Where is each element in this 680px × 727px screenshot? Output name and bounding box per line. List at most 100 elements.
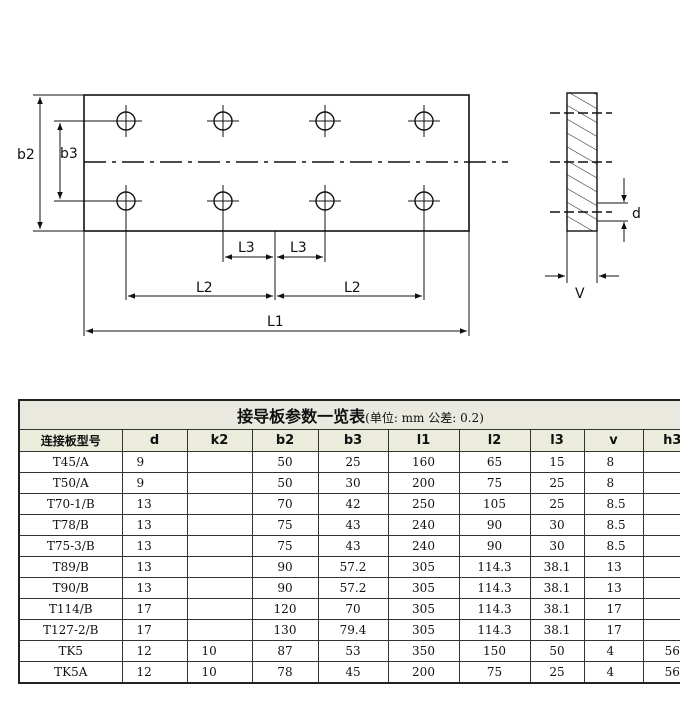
label-L3-right: L3: [290, 240, 307, 256]
cell-v: 8.5: [583, 493, 644, 515]
cell-l3: 15: [529, 451, 585, 473]
cell-l1: 305: [387, 598, 460, 620]
cell-model: T114/B: [18, 598, 123, 620]
cell-l3: 38.1: [529, 619, 585, 641]
table-title: 接导板参数一览表: [237, 407, 366, 426]
cell-k2: [186, 619, 253, 641]
cell-b3: 57.2: [317, 556, 389, 578]
cell-l3: 38.1: [529, 577, 585, 599]
label-b3: b3: [60, 146, 78, 162]
cell-v: 8.5: [583, 535, 644, 557]
header-b3: b3: [317, 429, 389, 452]
header-b2: b2: [251, 429, 319, 452]
cell-b2: 75: [251, 535, 319, 557]
label-L2-right: L2: [344, 280, 361, 296]
technical-drawing: b2 b3 L3 L3 L2 L2 L1: [17, 92, 641, 336]
cell-d: 9: [121, 472, 188, 494]
cell-v: 4: [583, 640, 644, 662]
cell-model: T50/A: [18, 472, 123, 494]
header-h3: h3: [642, 429, 680, 452]
cell-l1: 305: [387, 577, 460, 599]
cell-b3: 43: [317, 514, 389, 536]
cell-d: 17: [121, 598, 188, 620]
cell-d: 13: [121, 556, 188, 578]
cell-d: 13: [121, 535, 188, 557]
cell-k2: [186, 514, 253, 536]
header-l1: l1: [387, 429, 460, 452]
cell-k2: [186, 577, 253, 599]
cell-l2: 75: [458, 472, 531, 494]
cell-d: 9: [121, 451, 188, 473]
cell-k2: [186, 472, 253, 494]
header-v: v: [583, 429, 644, 452]
cell-b3: 79.4: [317, 619, 389, 641]
cell-l1: 200: [387, 472, 460, 494]
cell-b2: 70: [251, 493, 319, 515]
cell-l2: 114.3: [458, 577, 531, 599]
label-L2-left: L2: [196, 280, 213, 296]
cell-l1: 305: [387, 556, 460, 578]
cell-v: 8.5: [583, 514, 644, 536]
cell-l2: 150: [458, 640, 531, 662]
cell-h3: [642, 577, 680, 599]
cell-l3: 30: [529, 535, 585, 557]
label-d: d: [632, 206, 641, 222]
cell-h3: [642, 619, 680, 641]
table-title-cell: 接导板参数一览表(单位: mm 公差: 0.2): [18, 399, 680, 430]
cell-l1: 305: [387, 619, 460, 641]
table-title-row: 接导板参数一览表(单位: mm 公差: 0.2): [18, 399, 680, 430]
cell-l1: 250: [387, 493, 460, 515]
cell-h3: [642, 493, 680, 515]
header-d: d: [121, 429, 188, 452]
cell-model: T127-2/B: [18, 619, 123, 641]
cell-d: 13: [121, 577, 188, 599]
cell-l3: 38.1: [529, 598, 585, 620]
cell-model: T45/A: [18, 451, 123, 473]
cell-b2: 120: [251, 598, 319, 620]
table-title-note: (单位: mm 公差: 0.2): [365, 411, 484, 425]
cell-model: T78/B: [18, 514, 123, 536]
cell-b3: 30: [317, 472, 389, 494]
cell-b3: 43: [317, 535, 389, 557]
cell-k2: [186, 598, 253, 620]
cell-model: TK5: [18, 640, 123, 662]
cell-d: 12: [121, 661, 188, 684]
cell-d: 12: [121, 640, 188, 662]
section-hole-lines: [550, 112, 612, 213]
cell-h3: 56: [642, 661, 680, 684]
cell-l3: 30: [529, 514, 585, 536]
cell-h3: [642, 556, 680, 578]
dim-d: [597, 178, 628, 242]
cell-k2: [186, 451, 253, 473]
cell-v: 8: [583, 451, 644, 473]
cell-model: T75-3/B: [18, 535, 123, 557]
cell-b3: 53: [317, 640, 389, 662]
label-V: V: [575, 286, 585, 302]
cell-l1: 350: [387, 640, 460, 662]
cell-b2: 78: [251, 661, 319, 684]
header-model: 连接板型号: [18, 429, 123, 452]
label-b2: b2: [17, 147, 35, 163]
cell-model: TK5A: [18, 661, 123, 684]
cell-k2: [186, 493, 253, 515]
cell-k2: 10: [186, 640, 253, 662]
cell-model: T90/B: [18, 577, 123, 599]
cell-b2: 130: [251, 619, 319, 641]
cell-l2: 65: [458, 451, 531, 473]
cell-b2: 50: [251, 451, 319, 473]
cell-v: 8: [583, 472, 644, 494]
cell-l2: 105: [458, 493, 531, 515]
cell-l3: 25: [529, 661, 585, 684]
cell-l3: 25: [529, 472, 585, 494]
cell-b3: 57.2: [317, 577, 389, 599]
dim-b2: [33, 94, 84, 232]
cell-d: 17: [121, 619, 188, 641]
